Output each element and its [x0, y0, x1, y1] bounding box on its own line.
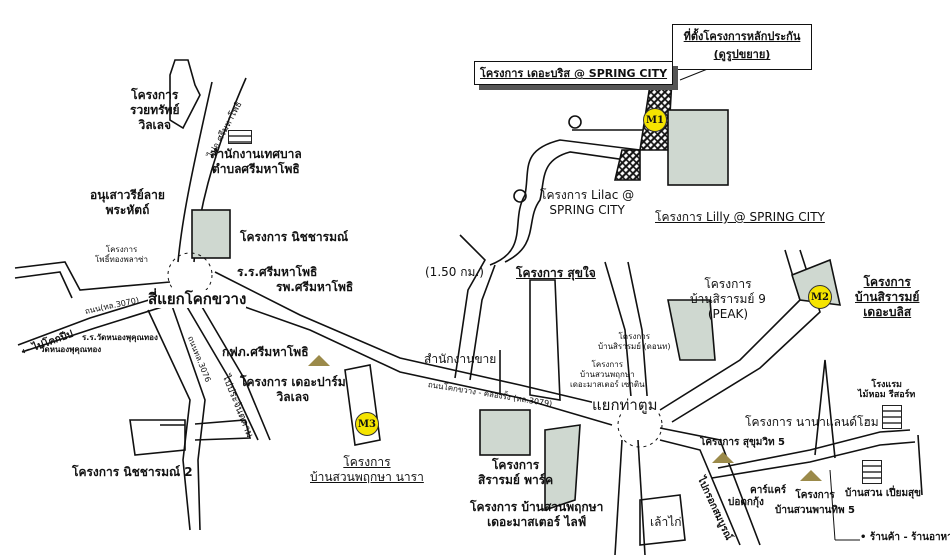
road-north-left-edge — [177, 81, 213, 263]
hotel-label: โรงแรมไม้หอม รีสอร์ท — [858, 380, 916, 400]
nitcharam-plot — [191, 209, 231, 259]
ruaysap-label: โครงการรวยทรัพย์วิลเลจ — [130, 88, 180, 132]
sirarom-park-label: โครงการสิรารมย์ พาร์ค — [478, 458, 554, 487]
thatum-junction-label: แยกท่าตูม — [592, 396, 658, 414]
piamsuk-building-icon — [862, 460, 882, 484]
khokkhwang-intersection-label: สี่แยกโคกขวาง — [148, 290, 247, 308]
bliss-spring-city-label: โครงการ เดอะบริส @ SPRING CITY — [474, 61, 674, 85]
sales-office-label: สำนักงานขาย — [424, 352, 497, 366]
sukhumvit5-label: โครงการ สุขุมวิท 5 — [700, 437, 786, 448]
road-3070-upper — [17, 291, 176, 346]
road-main-upper — [214, 271, 626, 411]
hospital-label: รพ.ศรีมหาโพธิ — [276, 280, 354, 294]
school-label: ร.ร.ศรีมหาโพธิ — [237, 265, 318, 279]
road-main-lower — [244, 306, 613, 426]
piamsuk-label: บ้านสวน เปี่ยมสุข — [845, 488, 921, 499]
suanpruksa-plot — [544, 424, 581, 512]
marker-m3[interactable]: M3 — [355, 412, 379, 436]
sirarom-park-plot — [479, 409, 531, 456]
road-south-thatum — [614, 439, 623, 556]
carcare-label: คาร์แคร์ — [750, 485, 787, 496]
photong-label: โครงการโพธิ์ทองพลาซ่า — [95, 245, 149, 264]
road-spring-city — [489, 139, 641, 266]
nitcharam-label: โครงการ นิชชารมณ์ — [240, 230, 349, 244]
m3-plot — [344, 364, 381, 446]
suanpruksa-small-label: โครงการบ้านสวนพฤกษาเดอะมาสเตอร์ เซาติน — [570, 360, 645, 389]
park-village-label: โครงการ เดอะปาร์มวิลเลจ — [240, 375, 346, 404]
lilly-label: โครงการ Lilly @ SPRING CITY — [655, 210, 825, 224]
lilac-label: โครงการ Lilac @SPRING CITY — [540, 188, 635, 217]
nitcharam2-plot — [129, 419, 186, 456]
road-se — [659, 439, 741, 546]
municipal-building-icon — [228, 130, 252, 144]
suanpan-label: โครงการบ้านสวนพานทิพ 5 — [775, 490, 856, 516]
shops-label: • ร้านค้า - ร้านอาหาร — [860, 532, 950, 543]
hotel-icon — [882, 405, 902, 429]
m3-project-label: โครงการบ้านสวนพฤกษา นารา — [310, 455, 424, 484]
road-north-thatum — [604, 261, 633, 409]
callout-title: ที่ตั้งโครงการหลักประกัน — [683, 30, 801, 43]
callout-subtitle: (ดูรูปขยาย) — [713, 48, 771, 61]
ruaysap-plot — [169, 59, 201, 130]
main-project-callout: ที่ตั้งโครงการหลักประกัน (ดูรูปขยาย) — [672, 24, 812, 70]
nitcharam2-label: โครงการ นิชชารมณ์ 2 — [72, 465, 193, 479]
sukjai-plot — [529, 279, 561, 401]
municipal-office-label: สำนักงานเทศบาลตำบลศรีมหาโพธิ — [210, 147, 302, 176]
sirarom9-label: โครงการบ้านสิรารมย์ 9(PEAK) — [690, 277, 766, 321]
shrimp-pond-label: บ่อตกกุ้ง — [728, 497, 764, 508]
road-1-5km — [454, 234, 486, 379]
house-icon — [800, 470, 822, 481]
wat-label: วัดหนองพุคุณทอง — [40, 345, 102, 354]
chicken-farm-plot — [639, 494, 686, 546]
road-south-a — [147, 309, 191, 531]
distance-label: (1.50 กม.) — [425, 265, 484, 279]
house-icon — [308, 355, 330, 366]
monument-label: อนุเสาวรีย์ลายพระหัตถ์ — [90, 188, 165, 217]
chicken-farm-label: เล้าไก่ — [650, 515, 682, 529]
road-3070-lower — [21, 301, 179, 353]
house-icon — [712, 452, 734, 463]
road-west-upper — [14, 261, 171, 291]
sukjai-label: โครงการ สุขใจ — [516, 266, 596, 280]
wat-school-label: ร.ร.วัดหนองพุคุณทอง — [82, 333, 158, 342]
m2-project-label: โครงการบ้านสิรารมย์เดอะบลิส — [855, 275, 920, 319]
marker-m1[interactable]: M1 — [643, 108, 667, 132]
suanpruksa-life-label: โครงการ บ้านสวนพฤกษาเดอะมาสเตอร์ ไลฟ์ — [470, 500, 604, 529]
marker-m2[interactable]: M2 — [808, 285, 832, 309]
pea-label: กฟภ.ศรีมหาโพธิ — [222, 345, 309, 359]
sirarom9-plot — [667, 299, 716, 361]
road-3076-a — [182, 299, 259, 441]
nanaland-label: โครงการ นานาแลนด์โฮม — [745, 415, 879, 429]
soi-east-upper — [711, 441, 916, 479]
sirarom-small-label: โครงการบ้านสิรารมย์ (ดอนท) — [598, 332, 671, 351]
